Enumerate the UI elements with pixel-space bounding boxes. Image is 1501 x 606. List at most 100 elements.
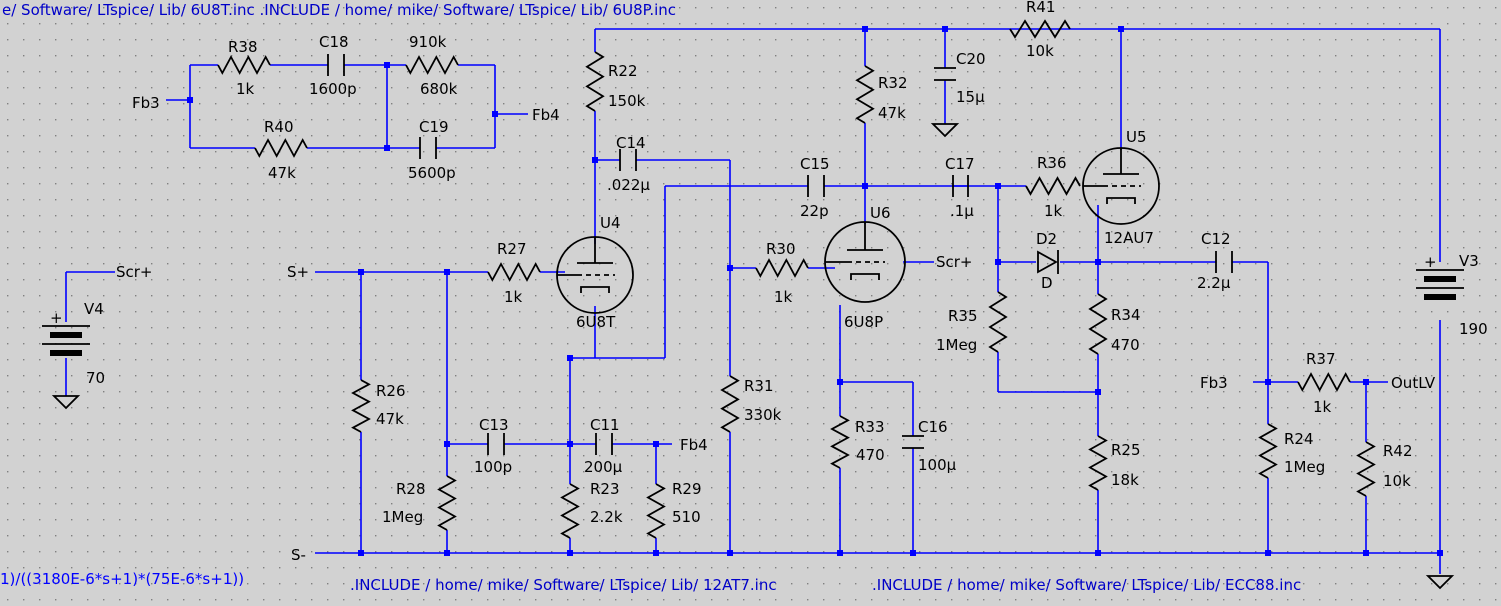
label-V3-value: 190 — [1459, 320, 1488, 338]
tube-U6[interactable] — [824, 221, 906, 303]
label-V3-name: V3 — [1459, 252, 1479, 270]
resistor-R24[interactable] — [1258, 423, 1278, 479]
resistor-R28[interactable] — [437, 475, 457, 531]
junction-4 — [592, 157, 598, 163]
junction-21 — [727, 265, 733, 271]
label-R32-name: R32 — [878, 74, 908, 92]
junction-25 — [567, 550, 573, 556]
resistor-R25[interactable] — [1088, 435, 1108, 491]
label-U5-name: U5 — [1126, 128, 1147, 146]
ground-C20[interactable] — [930, 123, 960, 138]
capacitor-C18[interactable] — [327, 54, 345, 76]
battery-V3[interactable]: + — [1416, 253, 1464, 300]
svg-text:+: + — [50, 309, 63, 327]
label-R23-value: 2.2k — [590, 508, 623, 526]
junction-12 — [1095, 389, 1101, 395]
ground-main[interactable] — [1425, 575, 1455, 590]
capacitor-C19[interactable] — [419, 137, 437, 159]
label-R34-value: 470 — [1111, 336, 1140, 354]
resistor-R32[interactable] — [855, 65, 875, 124]
junction-23 — [358, 550, 364, 556]
label-C17-name: C17 — [945, 155, 975, 173]
label-R910-name: 910k — [409, 33, 447, 51]
resistor-R35[interactable] — [988, 291, 1008, 353]
junction-32 — [1363, 550, 1369, 556]
resistor-R40[interactable] — [254, 138, 308, 158]
junction-15 — [358, 269, 364, 275]
junction-3 — [492, 111, 498, 117]
junction-dots — [187, 26, 1443, 556]
label-R36-name: R36 — [1037, 154, 1067, 172]
junction-13 — [1265, 379, 1271, 385]
label-C19-name: C19 — [419, 118, 449, 136]
label-C12-value: 2.2µ — [1197, 274, 1231, 292]
label-R33-value: 470 — [856, 446, 885, 464]
capacitor-C15[interactable] — [807, 175, 825, 197]
junction-30 — [1095, 550, 1101, 556]
capacitor-C11[interactable] — [595, 433, 613, 455]
net-fb4-c11: Fb4 — [680, 436, 708, 454]
components: ++ — [42, 19, 1464, 590]
label-R42-value: 10k — [1383, 472, 1411, 490]
resistor-R29[interactable] — [646, 483, 666, 539]
label-R31-name: R31 — [744, 377, 774, 395]
resistor-R34[interactable] — [1088, 293, 1108, 355]
tube-U5[interactable] — [1082, 147, 1160, 225]
resistor-R42[interactable] — [1356, 441, 1376, 497]
label-U4-name: U4 — [600, 214, 621, 232]
resistor-R27[interactable] — [487, 262, 541, 282]
resistor-R41[interactable] — [1009, 19, 1071, 39]
capacitor-C16[interactable] — [902, 435, 924, 449]
label-R40-name: R40 — [264, 118, 294, 136]
label-R28-name: R28 — [396, 480, 426, 498]
net-fb4-right: Fb4 — [532, 106, 560, 124]
resistor-R30[interactable] — [755, 258, 809, 278]
label-R26-value: 47k — [376, 410, 404, 428]
label-R23-name: R23 — [590, 480, 620, 498]
resistor-R910[interactable] — [405, 55, 459, 75]
directive-include-top[interactable]: e/ Software/ LTspice/ Lib/ 6U8T.inc .INC… — [2, 1, 676, 19]
resistor-R36[interactable] — [1025, 176, 1081, 196]
capacitor-C12[interactable] — [1215, 251, 1233, 273]
label-V4-name: V4 — [84, 300, 104, 318]
battery-V4[interactable]: + — [42, 309, 90, 356]
resistor-R31[interactable] — [720, 375, 740, 433]
capacitor-C20[interactable] — [934, 67, 956, 81]
resistor-R22[interactable] — [585, 51, 605, 112]
net-outlv: OutLV — [1391, 374, 1436, 392]
resistor-R26[interactable] — [351, 379, 371, 433]
label-R30-value: 1k — [774, 288, 793, 306]
label-C19-value: 5600p — [408, 164, 456, 182]
svg-text:+: + — [1424, 253, 1437, 271]
label-C16-name: C16 — [918, 418, 948, 436]
junction-2 — [384, 145, 390, 151]
capacitor-C14[interactable] — [619, 149, 637, 171]
net-s-minus: S- — [291, 546, 306, 564]
capacitor-C13[interactable] — [487, 433, 505, 455]
tube-U4[interactable] — [556, 236, 634, 314]
directive-laplace[interactable]: 1)/((3180E-6*s+1)*(75E-6*s+1)) — [0, 570, 244, 588]
diode-D2[interactable] — [1037, 250, 1059, 274]
label-R42-name: R42 — [1383, 442, 1413, 460]
label-R37-value: 1k — [1313, 398, 1332, 416]
resistor-R23[interactable] — [560, 483, 580, 539]
label-C14-name: C14 — [616, 134, 646, 152]
label-R910-value: 680k — [420, 80, 458, 98]
resistor-R38[interactable] — [217, 55, 271, 75]
label-C20-value: 15µ — [956, 88, 985, 106]
label-R25-name: R25 — [1111, 441, 1141, 459]
directive-include-12at7[interactable]: .INCLUDE / home/ mike/ Software/ LTspice… — [350, 576, 777, 594]
capacitor-C17[interactable] — [952, 175, 969, 197]
label-R40-value: 47k — [268, 164, 296, 182]
resistor-R37[interactable] — [1297, 372, 1351, 392]
ground-V4[interactable] — [51, 395, 81, 410]
directive-include-ecc88[interactable]: .INCLUDE / home/ mike/ Software/ LTspice… — [872, 576, 1301, 594]
label-C14-value: .022µ — [607, 176, 650, 194]
resistor-R33[interactable] — [830, 415, 850, 469]
label-R37-name: R37 — [1306, 350, 1336, 368]
label-D2-name: D2 — [1036, 230, 1057, 248]
junction-29 — [910, 550, 916, 556]
label-R35-name: R35 — [948, 307, 978, 325]
